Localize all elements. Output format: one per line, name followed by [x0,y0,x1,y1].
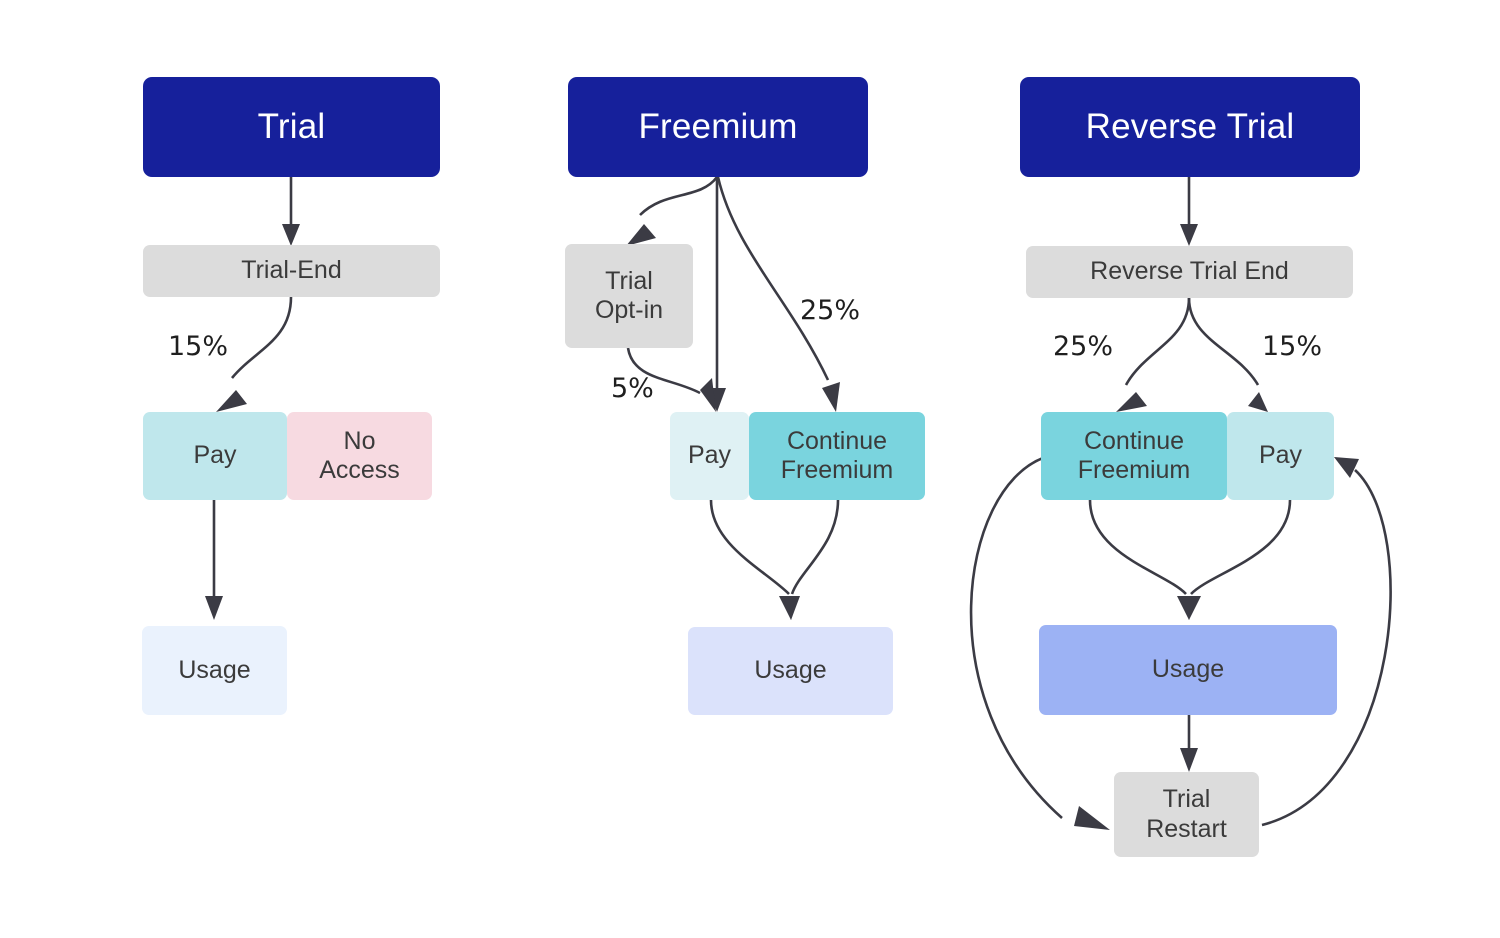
edge-freemium-pay-to-usage [709,499,799,620]
edge-freemium-to-trial-optin [626,176,719,246]
node-reverse-usage-label: Usage [1151,655,1225,684]
edge-label-freemium-25: 25% [800,295,860,326]
node-freemium-trial-optin[interactable]: Trial Opt-in [565,244,693,348]
node-reverse-continue-line1: Continue [1083,426,1185,455]
node-trial-no-access-line2: Access [319,456,400,484]
edge-reverse-to-reverse-end [1180,177,1198,246]
edge-label-reverse-25-text: 25% [1053,331,1114,362]
node-freemium-pay-label: Pay [687,441,732,470]
node-freemium-optin-line2: Opt-in [594,296,664,324]
column-header-trial-label: Trial [257,107,326,147]
column-header-reverse-trial-label: Reverse Trial [1085,107,1295,147]
node-trial-pay-label: Pay [193,441,237,470]
edge-reverse-pay-to-usage [1181,499,1292,620]
node-trial-end[interactable]: Trial-End [143,245,440,297]
column-header-freemium-label: Freemium [638,107,798,147]
node-reverse-trial-end[interactable]: Reverse Trial End [1026,246,1353,298]
column-header-reverse-trial[interactable]: Reverse Trial [1020,77,1360,177]
node-freemium-usage-label: Usage [754,656,827,685]
node-reverse-trial-restart[interactable]: Trial Restart [1114,772,1259,857]
node-reverse-continue-line2: Freemium [1077,456,1191,484]
node-freemium-usage[interactable]: Usage [688,627,893,715]
node-freemium-optin-line1: Trial [605,266,653,295]
edge-label-reverse-25: 25% [1053,331,1113,362]
node-reverse-restart-line1: Trial [1162,785,1211,813]
edge-label-reverse-15: 15% [1262,331,1322,362]
node-trial-no-access[interactable]: No Access [287,412,432,500]
edge-label-trial-15-text: 15% [168,331,229,362]
edge-rte-to-continue [1116,297,1191,412]
node-reverse-pay-label: Pay [1258,441,1303,470]
node-trial-pay[interactable]: Pay [143,412,287,500]
edge-reverse-usage-to-restart [1180,715,1198,772]
edge-reverse-continue-to-usage [1088,499,1197,620]
node-freemium-continue[interactable]: Continue Freemium [749,412,925,500]
edge-continue-to-usage [782,499,840,620]
edge-rte-to-pay [1187,297,1268,412]
node-trial-usage[interactable]: Usage [142,626,287,715]
node-freemium-continue-line1: Continue [786,426,888,455]
node-reverse-trial-end-label: Reverse Trial End [1090,257,1289,286]
edge-label-freemium-5: 5% [611,373,654,404]
edge-label-freemium-25-text: 25% [800,295,861,326]
edge-freemium-to-pay [708,177,726,412]
node-reverse-continue[interactable]: Continue Freemium [1041,412,1227,500]
node-trial-no-access-line1: No [343,426,376,455]
node-trial-usage-label: Usage [178,655,251,684]
node-reverse-pay[interactable]: Pay [1227,412,1334,500]
edge-trial-to-trial-end [282,177,300,246]
edge-trial-pay-to-usage [205,500,223,620]
edge-label-freemium-5-text: 5% [611,373,654,404]
edge-label-reverse-15-text: 15% [1262,331,1323,362]
column-header-freemium[interactable]: Freemium [568,77,868,177]
node-reverse-restart-line2: Restart [1146,814,1227,843]
edge-label-trial-15: 15% [168,331,228,362]
node-reverse-usage[interactable]: Usage [1039,625,1337,715]
column-header-trial[interactable]: Trial [143,77,440,177]
node-freemium-continue-line2: Freemium [780,456,894,484]
node-freemium-pay[interactable]: Pay [670,412,749,500]
node-trial-end-label: Trial-End [241,256,342,285]
